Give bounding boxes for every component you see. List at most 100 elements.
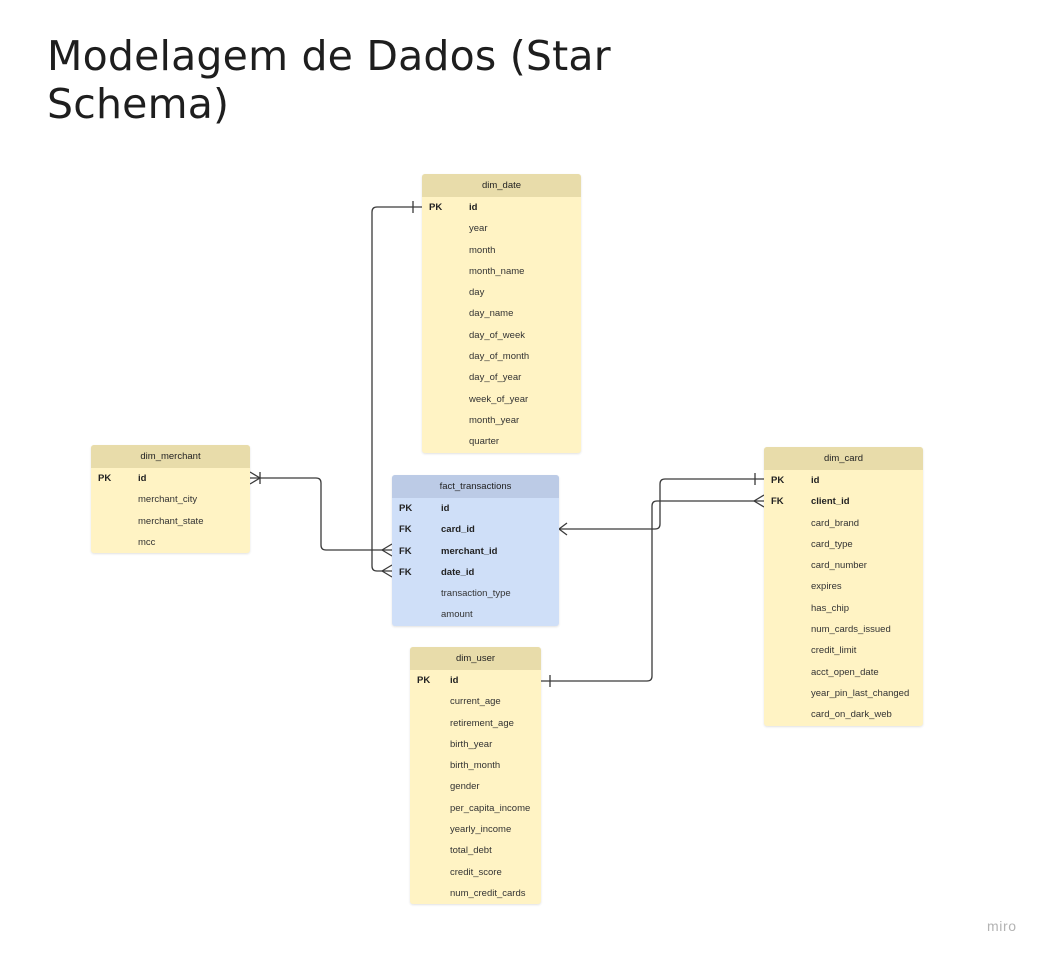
- miro-watermark: miro: [987, 918, 1017, 934]
- field-name: id: [441, 503, 450, 514]
- table-row: PK id: [392, 498, 559, 519]
- table-row: card_number: [764, 555, 923, 576]
- table-row: acct_open_date: [764, 662, 923, 683]
- field-name: per_capita_income: [450, 802, 531, 814]
- field-name: quarter: [469, 436, 500, 448]
- key-badge: PK: [98, 473, 112, 484]
- table-row: credit_limit: [764, 640, 923, 661]
- table-row: retirement_age: [410, 713, 541, 734]
- table-row: merchant_city: [91, 489, 250, 510]
- table-header: dim_user: [410, 647, 541, 670]
- table-row: current_age: [410, 691, 541, 712]
- field-name: day_of_month: [469, 351, 530, 363]
- field-name: merchant_id: [441, 545, 498, 557]
- field-name: card_on_dark_web: [811, 709, 892, 721]
- table-row: card_on_dark_web: [764, 704, 923, 725]
- key-badge: FK: [399, 566, 412, 578]
- key-badge: FK: [771, 496, 784, 508]
- table-row: num_cards_issued: [764, 619, 923, 640]
- key-badge: FK: [399, 545, 412, 557]
- key-badge: PK: [771, 475, 785, 486]
- field-name: card_brand: [811, 517, 860, 529]
- key-badge: PK: [417, 675, 431, 686]
- key-badge: PK: [399, 503, 413, 514]
- table-row: month: [422, 240, 581, 261]
- page-title: Modelagem de Dados (Star Schema): [47, 32, 611, 128]
- many-marker-fact-date: [381, 564, 393, 578]
- field-name: id: [450, 675, 459, 686]
- table-row: PK id: [410, 670, 541, 691]
- many-marker-dim-merchant: [249, 471, 261, 485]
- table-row: FK date_id: [392, 562, 559, 583]
- field-name: month_year: [469, 414, 520, 426]
- table-row: PK id: [764, 470, 923, 491]
- table-row: quarter: [422, 431, 581, 452]
- field-name: merchant_city: [138, 494, 198, 506]
- field-name: day_of_week: [469, 329, 525, 341]
- field-name: day_of_year: [469, 372, 522, 384]
- field-name: card_number: [811, 560, 867, 572]
- table-dim-merchant[interactable]: dim_merchant PK id merchant_city merchant_s…: [91, 445, 250, 554]
- field-name: day_name: [469, 308, 514, 320]
- table-header: dim_merchant: [91, 445, 250, 468]
- table-row: card_brand: [764, 513, 923, 534]
- field-name: day: [469, 287, 485, 299]
- table-row: transaction_type: [392, 583, 559, 604]
- table-row: day_of_week: [422, 325, 581, 346]
- field-name: merchant_state: [138, 515, 204, 527]
- field-name: year_pin_last_changed: [811, 687, 910, 699]
- table-row: year: [422, 218, 581, 239]
- field-name: credit_score: [450, 866, 502, 878]
- table-row: FK merchant_id: [392, 541, 559, 562]
- field-name: transaction_type: [441, 588, 511, 600]
- table-header: dim_date: [422, 174, 581, 197]
- many-marker-card-client: [753, 494, 765, 508]
- field-name: has_chip: [811, 602, 850, 614]
- field-name: num_cards_issued: [811, 624, 891, 636]
- table-row: birth_month: [410, 755, 541, 776]
- field-name: week_of_year: [469, 393, 529, 405]
- table-row: week_of_year: [422, 389, 581, 410]
- field-name: id: [138, 473, 147, 484]
- field-name: amount: [441, 609, 473, 621]
- table-row: PK id: [91, 468, 250, 489]
- table-row: card_type: [764, 534, 923, 555]
- field-name: id: [811, 475, 820, 486]
- field-name: expires: [811, 581, 842, 593]
- table-row: day_name: [422, 303, 581, 324]
- key-badge: FK: [399, 524, 412, 536]
- table-row: birth_year: [410, 734, 541, 755]
- field-name: year: [469, 223, 488, 235]
- field-name: credit_limit: [811, 645, 857, 657]
- field-name: card_type: [811, 538, 853, 550]
- field-name: month_name: [469, 265, 525, 277]
- table-row: amount: [392, 604, 559, 625]
- table-row: gender: [410, 776, 541, 797]
- connector-date-fact: [371, 206, 422, 572]
- table-row: num_credit_cards: [410, 883, 541, 904]
- field-name: date_id: [441, 566, 475, 578]
- field-name: month: [469, 244, 496, 256]
- field-name: yearly_income: [450, 824, 512, 836]
- table-row: credit_score: [410, 862, 541, 883]
- connector-fact-card: [559, 478, 764, 530]
- field-name: birth_year: [450, 738, 493, 750]
- table-row: expires: [764, 576, 923, 597]
- table-row: year_pin_last_changed: [764, 683, 923, 704]
- table-row: per_capita_income: [410, 798, 541, 819]
- many-marker-fact-merchant: [381, 543, 393, 557]
- connector-merchant-fact: [250, 477, 392, 551]
- many-marker-fact-card: [558, 522, 568, 536]
- key-badge: PK: [429, 202, 443, 213]
- table-header: fact_transactions: [392, 475, 559, 498]
- field-name: acct_open_date: [811, 666, 879, 678]
- table-row: day: [422, 282, 581, 303]
- table-row: has_chip: [764, 598, 923, 619]
- field-name: birth_month: [450, 760, 501, 772]
